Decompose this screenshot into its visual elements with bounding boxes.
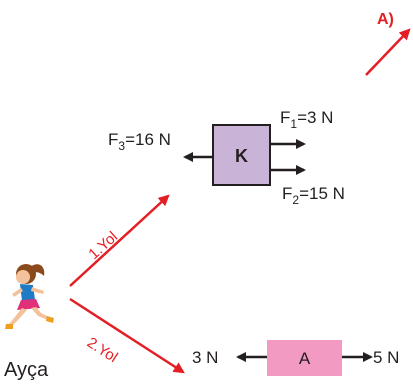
box-a-label: A <box>299 349 311 368</box>
runner-name-label: Ayça <box>4 359 49 381</box>
box-a-right-force-label: 5 N <box>373 348 399 367</box>
option-a-arrow <box>365 28 411 76</box>
force-f2-label: F2=15 N <box>282 184 345 207</box>
box-k <box>212 124 271 186</box>
box-a <box>267 340 342 376</box>
girl-runner-icon <box>5 264 54 329</box>
option-a-label: A) <box>377 11 394 28</box>
box-k-group: F3=16 N K F1=3 N F2=15 N <box>108 108 345 207</box>
path-2-label: 2.Yol <box>84 334 121 366</box>
path-1-label: 1.Yol <box>85 228 121 263</box>
path-2-arrow <box>69 297 185 374</box>
path-1-arrow <box>69 194 170 287</box>
box-k-label: K <box>235 146 248 166</box>
force-f3-label: F3=16 N <box>108 130 171 153</box>
box-a-group: 3 N A 5 N <box>192 340 399 376</box>
force-f1-label: F1=3 N <box>280 108 333 131</box>
box-a-left-force-label: 3 N <box>192 348 218 367</box>
